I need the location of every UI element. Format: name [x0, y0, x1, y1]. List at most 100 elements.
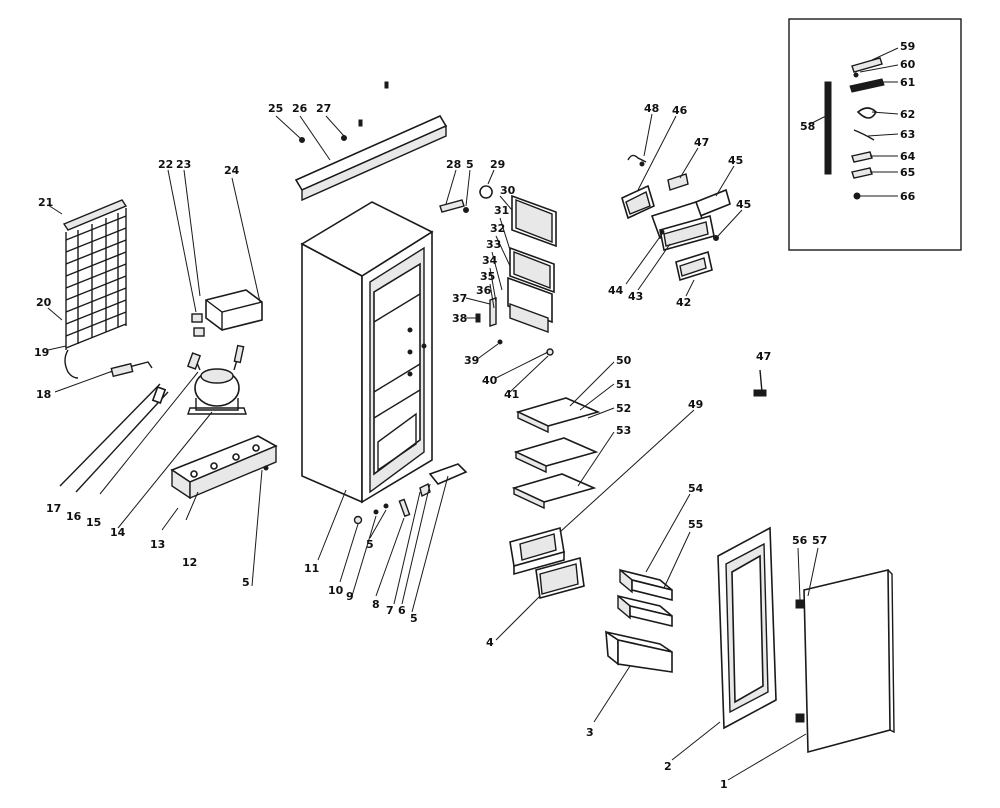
- handle-cap-grip: [849, 78, 885, 93]
- callout-8: 8: [372, 598, 380, 611]
- callout-37: 37: [452, 292, 467, 305]
- callout-5-bracket: 5: [410, 612, 418, 625]
- callout-17: 17: [46, 502, 61, 515]
- crisper-drawer: [495, 409, 695, 641]
- callout-46: 46: [672, 104, 688, 117]
- condenser-pipe: [64, 349, 79, 379]
- callout-61: 61: [900, 76, 915, 89]
- callout-48: 48: [644, 102, 659, 115]
- callout-10: 10: [328, 584, 344, 597]
- callout-57: 57: [812, 534, 827, 547]
- handle-bar-part: [824, 81, 832, 175]
- callout-11: 11: [304, 562, 319, 575]
- callout-47-handle: 47: [756, 350, 771, 363]
- callout-35: 35: [480, 270, 495, 283]
- condenser-assembly: [47, 199, 128, 379]
- drier-filter: [54, 361, 153, 393]
- callout-29: 29: [490, 158, 505, 171]
- callout-3: 3: [586, 726, 594, 739]
- callout-7: 7: [386, 604, 394, 617]
- callout-5-hinge: 5: [366, 538, 374, 551]
- callout-27: 27: [316, 102, 331, 115]
- callout-64: 64: [900, 150, 916, 163]
- callout-21: 21: [38, 196, 53, 209]
- callout-14: 14: [110, 526, 126, 539]
- callout-2: 2: [664, 760, 672, 773]
- handle-cap-screw: [853, 192, 861, 200]
- callout-4: 4: [486, 636, 494, 649]
- callout-38: 38: [452, 312, 467, 325]
- callout-20: 20: [36, 296, 52, 309]
- callout-6: 6: [398, 604, 406, 617]
- callout-44: 44: [608, 284, 624, 297]
- callout-65: 65: [900, 166, 915, 179]
- callout-5-base: 5: [242, 576, 250, 589]
- callout-63: 63: [900, 128, 915, 141]
- callout-25: 25: [268, 102, 283, 115]
- handle-cap-top: [851, 57, 883, 73]
- callout-62: 62: [900, 108, 915, 121]
- callout-42: 42: [676, 296, 691, 309]
- callout-49: 49: [688, 398, 703, 411]
- callout-22: 22: [158, 158, 173, 171]
- handle-spring: [853, 129, 875, 141]
- evaporator-fittings: [439, 169, 495, 213]
- callout-15: 15: [86, 516, 101, 529]
- callout-9: 9: [346, 590, 354, 603]
- callout-34: 34: [482, 254, 498, 267]
- callout-5-evap: 5: [466, 158, 474, 171]
- callout-50: 50: [616, 354, 632, 367]
- handle-bracket: [856, 107, 877, 119]
- callout-13: 13: [150, 538, 165, 551]
- door-handle-screw: [753, 369, 767, 397]
- control-panel-parts: [621, 113, 743, 297]
- callout-58: 58: [800, 120, 815, 133]
- callout-55: 55: [688, 518, 703, 531]
- handle-clip-a: [851, 151, 873, 163]
- callout-labels: 21 20 19 18 17 16 15 14 13 12 5 22 23 24…: [34, 40, 916, 791]
- callout-31: 31: [494, 204, 509, 217]
- handle-screw: [853, 72, 859, 78]
- tubes: [59, 383, 169, 493]
- hinge-small-parts: [339, 463, 468, 613]
- callout-39: 39: [464, 354, 479, 367]
- condenser-top-rail: [62, 199, 128, 231]
- callout-43: 43: [628, 290, 643, 303]
- compressor: [99, 344, 247, 529]
- callout-24: 24: [224, 164, 240, 177]
- callout-53: 53: [616, 424, 631, 437]
- compressor-base-plate: [161, 435, 278, 587]
- callout-60: 60: [900, 58, 916, 71]
- callout-40: 40: [482, 374, 498, 387]
- callout-16: 16: [66, 510, 82, 523]
- inset-frame: [788, 18, 962, 251]
- freezer-compartment-parts: [465, 194, 557, 393]
- callout-45-top: 45: [728, 154, 743, 167]
- callout-30: 30: [500, 184, 516, 197]
- callout-36: 36: [476, 284, 492, 297]
- glass-shelves: [511, 361, 615, 510]
- callout-26: 26: [292, 102, 308, 115]
- condenser-coils: [65, 208, 127, 350]
- callout-47-panel: 47: [694, 136, 709, 149]
- top-cover: [275, 81, 448, 202]
- relay-parts: [167, 169, 263, 337]
- callout-51: 51: [616, 378, 631, 391]
- inset-handle-parts: [788, 18, 962, 251]
- callout-19: 19: [34, 346, 49, 359]
- callout-54: 54: [688, 482, 704, 495]
- callout-23: 23: [176, 158, 191, 171]
- callout-18: 18: [36, 388, 51, 401]
- callout-45-side: 45: [736, 198, 751, 211]
- door-bins: [593, 493, 691, 723]
- callout-33: 33: [486, 238, 501, 251]
- callout-56: 56: [792, 534, 808, 547]
- callout-41: 41: [504, 388, 519, 401]
- callout-52: 52: [616, 402, 631, 415]
- callout-1: 1: [720, 778, 728, 791]
- refrigerator-cabinet: [300, 201, 434, 561]
- callout-59: 59: [900, 40, 915, 53]
- callout-28: 28: [446, 158, 461, 171]
- callout-32: 32: [490, 222, 505, 235]
